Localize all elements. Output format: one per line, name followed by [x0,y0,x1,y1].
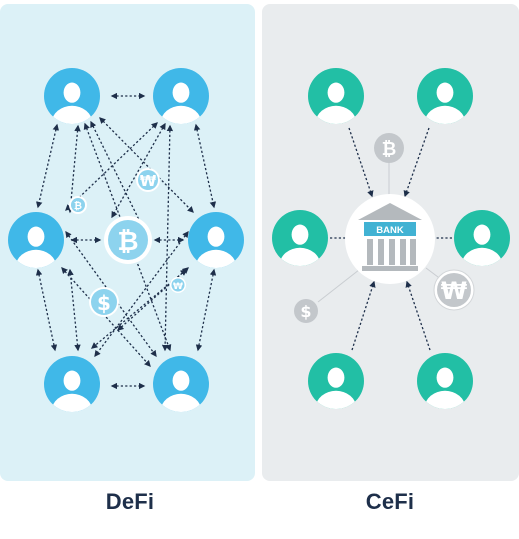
defi-user-icon-bottom-right [153,356,209,412]
won-icon: ₩ [441,277,468,305]
defi-label: DeFi [105,489,155,514]
small-won-icon: ₩ [173,282,183,292]
cefi-user-icon-bottom-right [417,353,473,409]
dollar-icon: $ [300,302,311,321]
cefi-user-icon-mid-right [454,210,510,266]
defi-arrows [35,92,217,390]
cefi-user-icon-top-right [417,68,473,124]
dollar-icon: $ [97,291,111,315]
defi-user-icon-top-right [153,68,209,124]
small-bitcoin-icon: ₿ [74,200,82,212]
bank-icon: BANK [345,194,435,284]
cefi-user-icon-top-left [308,68,364,124]
cefi-label: CeFi [365,489,415,514]
defi-user-icon-mid-left [8,212,64,268]
defi-user-icon-mid-right [188,212,244,268]
defi-user-icon-bottom-left [44,356,100,412]
cefi-coins: ₿ ₩ $ [294,133,475,323]
won-icon: ₩ [140,172,157,190]
defi-user-icon-top-left [44,68,100,124]
bitcoin-icon: ₿ [117,227,138,257]
bank-sign-label: BANK [376,225,404,236]
cefi-user-icon-bottom-left [308,353,364,409]
bitcoin-icon: ₿ [382,139,397,160]
people-nodes [8,68,510,412]
defi-coins: ₿ ₩ ₿ $ ₩ [69,168,186,317]
cefi-user-icon-mid-left [272,210,328,266]
